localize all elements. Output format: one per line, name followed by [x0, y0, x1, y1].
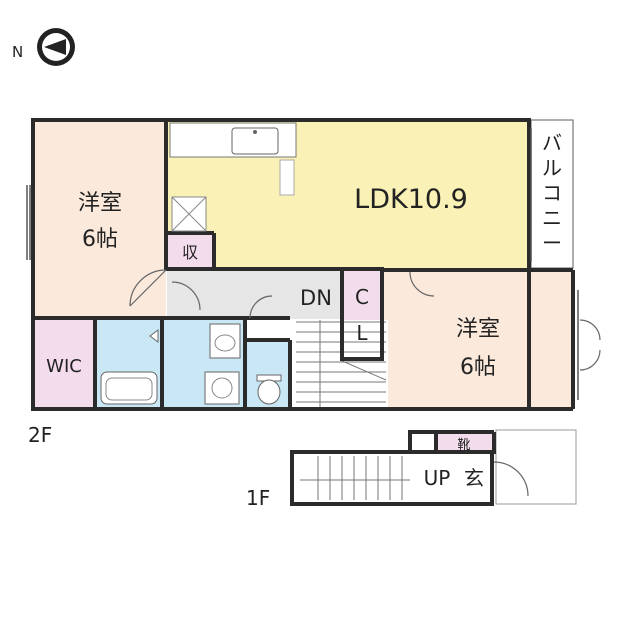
wic-fill: [33, 318, 95, 408]
label-balcony-3: ニ: [542, 206, 562, 230]
label-ldk: LDK10.9: [354, 184, 468, 215]
compass: N: [12, 28, 75, 66]
windows: [26, 128, 579, 400]
labels: 洋室 6帖 LDK10.9 収 バ ル コ ニ ー DN C L 洋室 6帖 W…: [28, 131, 562, 510]
hall-fill: [167, 269, 342, 319]
label-western-right-line1: 洋室: [456, 317, 500, 342]
label-storage: 収: [182, 243, 198, 262]
doors: [129, 269, 601, 371]
label-balcony-0: バ: [542, 131, 562, 155]
label-balcony-4: ー: [542, 231, 562, 255]
label-western-right-line2: 6帖: [460, 355, 496, 380]
room-western-right-fill: [383, 271, 573, 409]
room-western-left-fill: [33, 121, 166, 316]
storage-fill: [167, 233, 214, 267]
label-western-left-line1: 洋室: [78, 191, 122, 216]
label-floor-2f: 2F: [28, 423, 52, 447]
floor-1f: [290, 429, 577, 506]
label-western-left-line2: 6帖: [82, 227, 118, 252]
fixtures: [100, 127, 295, 405]
label-closet-0: C: [355, 285, 369, 309]
compass-arrow-icon: [37, 28, 75, 66]
north-label: N: [12, 43, 23, 61]
label-floor-1f: 1F: [246, 486, 270, 510]
label-closet-1: L: [356, 321, 368, 345]
label-shoe: 靴: [457, 438, 470, 453]
label-balcony-2: コ: [542, 181, 562, 205]
label-entrance: 玄: [464, 466, 484, 490]
label-up: UP: [424, 466, 451, 490]
walls-2f: [31, 118, 575, 411]
label-dn: DN: [300, 286, 332, 310]
label-wic: WIC: [46, 356, 82, 377]
label-balcony-1: ル: [542, 156, 562, 180]
